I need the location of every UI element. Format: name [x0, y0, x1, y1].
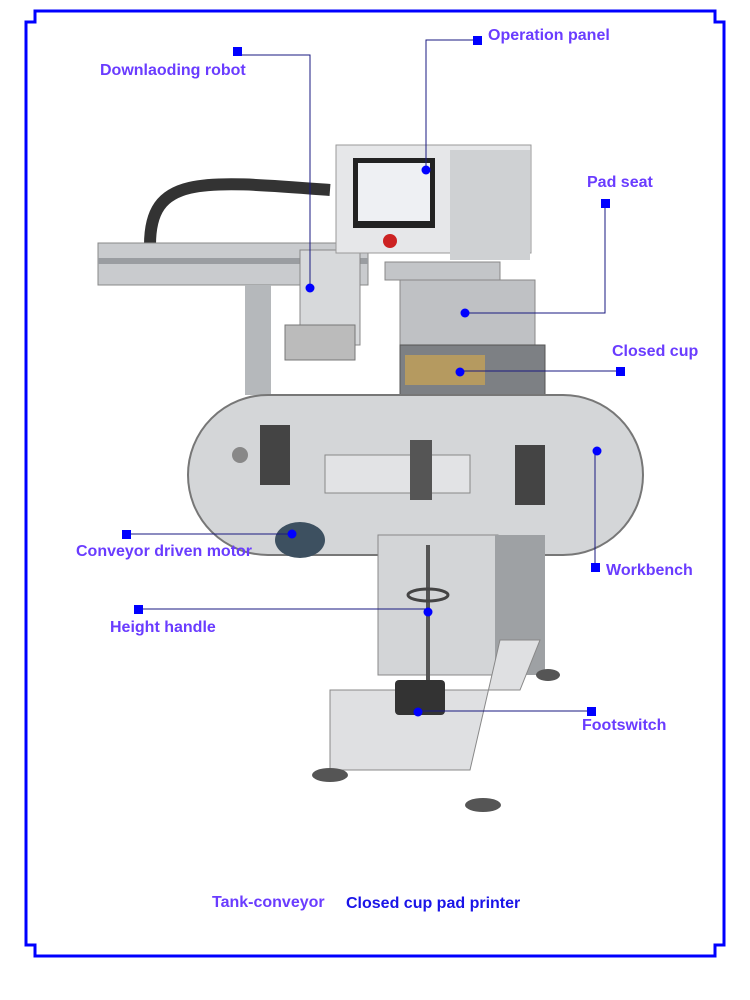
leader-operation-panel	[425, 39, 477, 170]
label-pad-seat: Pad seat	[587, 174, 653, 191]
frame-border	[24, 9, 726, 958]
pad-printer-machine	[97, 144, 644, 812]
leader-markers	[122, 36, 625, 717]
caption-title: Closed cup pad printer	[346, 895, 521, 912]
label-height-handle: Height handle	[110, 619, 216, 636]
leader-lines	[126, 39, 620, 712]
leader-pad-seat	[465, 203, 606, 314]
caption-prefix: Tank-conveyor	[212, 894, 325, 911]
label-footswitch: Footswitch	[582, 717, 667, 734]
label-workbench: Workbench	[606, 562, 693, 579]
label-downloading-robot: Downlaoding robot	[100, 62, 246, 79]
leader-downloading-robot	[238, 54, 311, 288]
label-conveyor-motor: Conveyor driven motor	[76, 543, 253, 560]
label-closed-cup: Closed cup	[612, 343, 699, 360]
label-operation-panel: Operation panel	[488, 27, 610, 44]
